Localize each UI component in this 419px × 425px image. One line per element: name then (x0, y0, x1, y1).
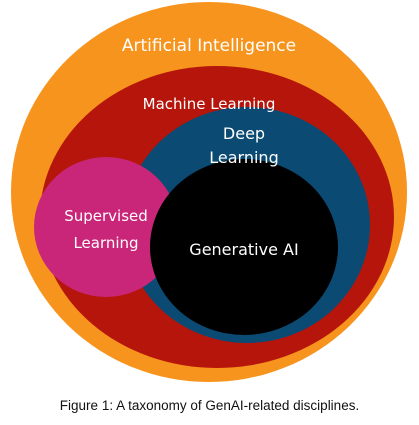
supervised-learning-label-line2: Learning (73, 234, 138, 252)
artificial-intelligence-label: Artificial Intelligence (122, 36, 296, 56)
supervised-learning-circle (34, 157, 178, 297)
deep-learning-label-line1: Deep (223, 124, 265, 143)
generative-ai-label: Generative AI (189, 240, 298, 259)
generative-ai-circle (150, 159, 338, 335)
supervised-learning-label-line1: Supervised (64, 207, 148, 225)
deep-learning-label-line2: Learning (209, 148, 278, 167)
taxonomy-diagram: Artificial Intelligence Machine Learning… (11, 2, 407, 382)
figure-caption: Figure 1: A taxonomy of GenAI-related di… (59, 398, 360, 413)
machine-learning-label: Machine Learning (143, 95, 276, 113)
